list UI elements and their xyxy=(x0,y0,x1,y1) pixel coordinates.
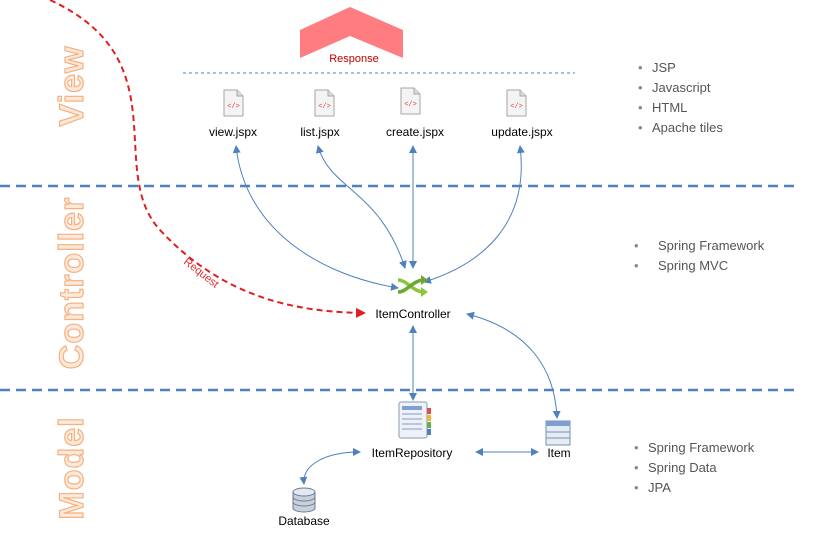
model-tech-list: Spring Framework Spring Data JPA xyxy=(632,438,754,498)
table-list-icon xyxy=(545,420,571,446)
view-tech-list: JSP Javascript HTML Apache tiles xyxy=(636,58,723,138)
request-arrow xyxy=(49,0,366,318)
file-icon-update: </> xyxy=(506,89,527,117)
shuffle-icon xyxy=(397,275,428,297)
connector-update-controller xyxy=(423,145,525,284)
list-item: Spring Data xyxy=(632,458,754,478)
connector-view-controller xyxy=(232,145,399,291)
update-file-label: update.jspx xyxy=(491,125,552,139)
list-item: Apache tiles xyxy=(636,118,723,138)
response-arrow: Response xyxy=(300,7,403,65)
controller-layer-label: Controller xyxy=(53,197,91,369)
model-layer-label: Model xyxy=(53,416,91,519)
connector-controller-item xyxy=(466,311,561,419)
connector-repository-database xyxy=(299,448,361,485)
list-item: HTML xyxy=(636,98,723,118)
list-item: Spring Framework xyxy=(632,236,764,256)
list-item: Spring Framework xyxy=(632,438,754,458)
create-file-label: create.jspx xyxy=(386,125,444,139)
list-item: Javascript xyxy=(636,78,723,98)
request-label: Request xyxy=(181,256,221,291)
list-item: JPA xyxy=(632,478,754,498)
svg-text:</>: </> xyxy=(404,101,417,109)
file-icon-view: </> xyxy=(223,89,244,117)
list-item: JSP xyxy=(636,58,723,78)
svg-text:</>: </> xyxy=(510,103,523,111)
list-file-label: list.jspx xyxy=(300,125,339,139)
notebook-icon xyxy=(398,401,431,439)
item-label: Item xyxy=(547,446,570,460)
file-icon-create: </> xyxy=(400,87,421,115)
connector-list-controller xyxy=(315,145,407,269)
list-item: Spring MVC xyxy=(632,256,764,276)
database-icon xyxy=(292,487,316,513)
file-icon-list: </> xyxy=(314,89,335,117)
view-file-label: view.jspx xyxy=(209,125,257,139)
response-label: Response xyxy=(329,53,379,65)
svg-text:</>: </> xyxy=(227,103,240,111)
controller-label: ItemController xyxy=(375,307,450,321)
view-layer-label: View xyxy=(53,46,91,127)
svg-text:</>: </> xyxy=(318,103,331,111)
database-label: Database xyxy=(278,514,330,528)
repository-label: ItemRepository xyxy=(372,446,453,460)
controller-tech-list: Spring Framework Spring MVC xyxy=(632,236,764,276)
